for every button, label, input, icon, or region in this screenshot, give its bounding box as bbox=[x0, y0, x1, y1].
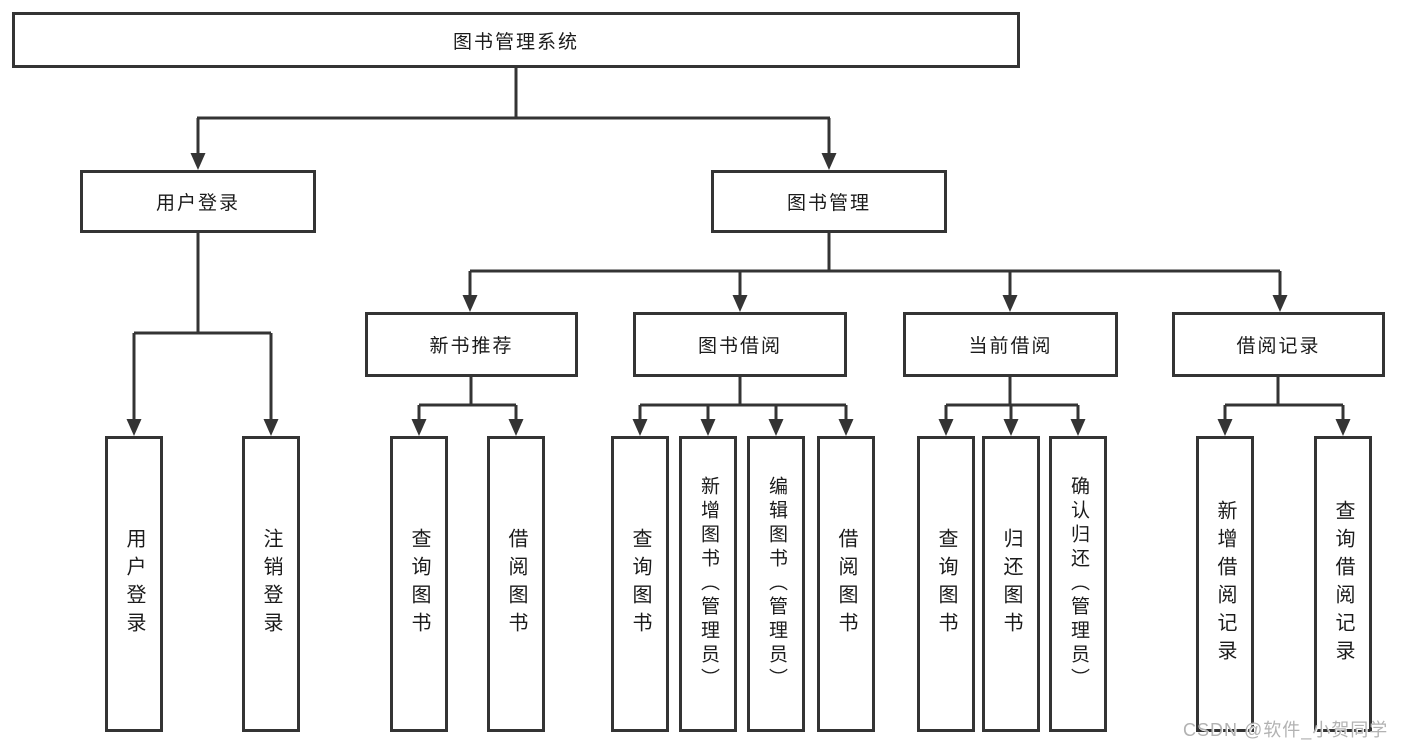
arrow-icon bbox=[411, 419, 427, 436]
leaf-add-book-admin: 新增图书（管理员） bbox=[679, 436, 737, 732]
arrow-icon bbox=[700, 419, 716, 436]
arrow-icon bbox=[462, 295, 478, 312]
arrow-icon bbox=[838, 419, 854, 436]
connector-book-borrow-branch bbox=[638, 377, 848, 420]
connector-new-book-branch bbox=[417, 377, 518, 420]
connector-current-borrow-branch bbox=[944, 377, 1080, 420]
leaf-user-login: 用户登录 bbox=[105, 436, 163, 732]
arrow-icon bbox=[732, 295, 748, 312]
connector-borrow-records-branch bbox=[1223, 377, 1345, 420]
node-book-borrowing: 图书借阅 bbox=[633, 312, 847, 377]
arrow-icon bbox=[938, 419, 954, 436]
leaf-add-borrow-record: 新增借阅记录 bbox=[1196, 436, 1254, 732]
leaf-query-books-current: 查询图书 bbox=[917, 436, 975, 732]
arrow-icon bbox=[508, 419, 524, 436]
arrow-icon bbox=[1070, 419, 1086, 436]
leaf-query-books-borrowing: 查询图书 bbox=[611, 436, 669, 732]
arrow-icon bbox=[632, 419, 648, 436]
leaf-return-book: 归还图书 bbox=[982, 436, 1040, 732]
node-book-management-system: 图书管理系统 bbox=[12, 12, 1020, 68]
csdn-watermark: CSDN @软件_小贺同学 bbox=[1183, 720, 1389, 740]
leaf-confirm-return-admin: 确认归还（管理员） bbox=[1049, 436, 1107, 732]
arrow-icon bbox=[1217, 419, 1233, 436]
leaf-query-books-recommend: 查询图书 bbox=[390, 436, 448, 732]
connector-user-login-branch bbox=[132, 233, 273, 420]
arrowheads bbox=[126, 153, 1351, 436]
arrow-icon bbox=[126, 419, 142, 436]
leaf-query-borrow-record: 查询借阅记录 bbox=[1314, 436, 1372, 732]
node-borrowing-records: 借阅记录 bbox=[1172, 312, 1385, 377]
connector-book-mgmt-branch bbox=[468, 233, 1282, 296]
arrow-icon bbox=[1335, 419, 1351, 436]
node-current-borrowing: 当前借阅 bbox=[903, 312, 1118, 377]
arrow-icon bbox=[768, 419, 784, 436]
node-new-book-recommendation: 新书推荐 bbox=[365, 312, 578, 377]
arrow-icon bbox=[1272, 295, 1288, 312]
leaf-edit-book-admin: 编辑图书（管理员） bbox=[747, 436, 805, 732]
arrow-icon bbox=[821, 153, 837, 170]
arrow-icon bbox=[1002, 295, 1018, 312]
node-book-management: 图书管理 bbox=[711, 170, 947, 233]
node-user-login: 用户登录 bbox=[80, 170, 316, 233]
arrow-icon bbox=[263, 419, 279, 436]
leaf-logout: 注销登录 bbox=[242, 436, 300, 732]
leaf-borrow-books-recommend: 借阅图书 bbox=[487, 436, 545, 732]
connector-root-to-level2 bbox=[196, 68, 831, 154]
leaf-borrow-books: 借阅图书 bbox=[817, 436, 875, 732]
arrow-icon bbox=[190, 153, 206, 170]
arrow-icon bbox=[1003, 419, 1019, 436]
